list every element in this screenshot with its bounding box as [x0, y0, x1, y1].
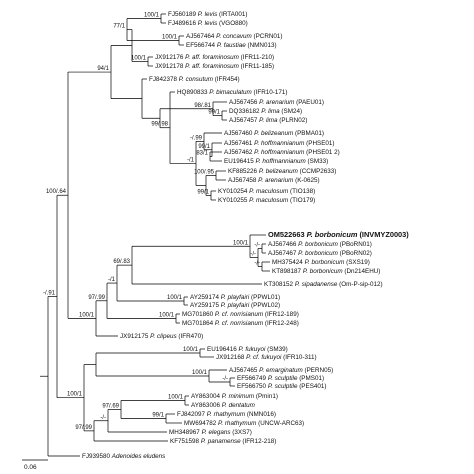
tip-label: KF885226 P. belizeanum (CCMP2633) [228, 168, 336, 175]
tip-label: KT308152 P. sipadanense (Om-P-sip-012) [264, 281, 383, 288]
support-value: 100/.64 [46, 189, 67, 195]
support-value: 100/.95 [194, 170, 215, 176]
tip-label: HQ890833 P. bimaculatum (IFR10-171) [177, 89, 288, 96]
tip-label: AJ567462 P. hoffmannianum (PHSE01 2) [224, 149, 340, 156]
support-value: 94/1 [97, 66, 109, 72]
tip-label: KY010255 P. maculosum (TIO179) [218, 197, 315, 204]
support-value: 97/.99 [75, 425, 92, 431]
tip-label: KF751598 P. panamense (IFR12-218) [170, 438, 276, 445]
support-value: 100/1 [192, 370, 208, 376]
support-value: -/1 [187, 157, 195, 163]
support-value: 100/1 [167, 295, 183, 301]
support-value: 99/1 [197, 190, 209, 196]
tip-label: EF566750 P. sculptile (PES401) [237, 383, 327, 390]
support-value: 99/1 [198, 144, 210, 150]
tip-label: AY259174 P. playfairi (PPWL01) [190, 294, 280, 301]
tip-label: DQ336182 P. lima (SM24) [229, 108, 302, 115]
tip-label: AJ567458 P. arenarium (K-0625) [228, 177, 320, 184]
tip-label: EF566744 P. faustiae (NMN013) [186, 42, 277, 49]
support-value: 100/1 [168, 395, 184, 401]
support-value: 100/1 [79, 312, 95, 318]
support-value: 100/1 [162, 35, 178, 41]
support-value: 69/.83 [113, 259, 130, 265]
support-value: 100/1 [233, 240, 249, 246]
tip-label: FJ560189 P. levis (IRTA001) [168, 11, 247, 18]
support-value: 97/.69 [102, 404, 119, 410]
support-value: -/.99 [190, 135, 203, 141]
tip-label: JX912168 P. cf. fukuyoi (IFR10-311) [216, 354, 317, 361]
support-value: 100/1 [131, 56, 147, 62]
support-value: -/- [254, 261, 260, 267]
support-value: -/- [254, 243, 260, 249]
tip-label: AJ567460 P. belizeanum (PBMA01) [224, 130, 324, 137]
tip-label: FJ842378 P. consutum (IFR454) [149, 76, 240, 83]
support-value: -/- [250, 252, 256, 258]
support-value: 77/1 [113, 24, 125, 30]
tip-label: EU196415 P. hoffmannianum (SM33) [224, 158, 328, 165]
tip-label: MW694782 P. rhathymum (UNCW-ARC63) [184, 420, 304, 427]
tip-label: AJ567464 P. concavum (PCRN01) [186, 33, 283, 40]
support-value: 83/1 [196, 151, 208, 157]
tip-label: AJ567456 P. arenarium (PAEU01) [229, 99, 324, 106]
support-value: 100/1 [159, 313, 175, 319]
support-value: 98/.81 [194, 103, 211, 109]
tree-branches [40, 13, 270, 457]
tip-label: JX912176 P. aff. foraminosum (IFR11-210) [155, 54, 274, 61]
tip-label: AJ567465 P. emarginatum (PERN05) [229, 367, 333, 374]
tip-labels: FJ560189 P. levis (IRTA001) FJ489616 P. l… [82, 11, 409, 460]
support-value: -/1 [108, 277, 116, 283]
tip-label: EU196416 P. fukuyoi (SM39) [207, 346, 288, 353]
support-value: 99/1 [152, 413, 164, 419]
tip-label: AJ567466 P. borbonicum (PBoRN01) [268, 241, 372, 248]
tip-label: JX912178 P. aff. foraminosum (IFR11-185) [155, 63, 274, 70]
tip-label: KY010254 P. maculosum (TIO138) [218, 188, 315, 195]
tip-label: MG701860 P. cf. norrisianum (IFR12-189) [182, 311, 299, 318]
tip-label: AJ567467 P. borbonicum (PBoRN02) [268, 250, 372, 257]
support-value: -/.91 [43, 290, 56, 296]
tip-label: MH375424 P. borbonicum (SXS19) [272, 259, 370, 266]
tip-label: MH348967 P. elegans (3XS7) [169, 429, 252, 436]
tip-label: JX912175 P. clipeus (IFR470) [120, 333, 203, 340]
tip-label: AJ567461 P. hoffmannianum (PHSE01) [224, 140, 335, 147]
support-value: -/- [100, 415, 106, 421]
support-value: 97/.99 [88, 295, 105, 301]
tip-label: KT898187 P. borbonicum (Dn214EHU) [272, 268, 380, 275]
tip-label: AY863004 P. minimum (Pmin1) [191, 393, 278, 400]
tip-label: AY259175 P. playfairi (PPWL02) [190, 302, 280, 309]
tip-label: FJ842097 P. rhathymum (NMN016) [177, 411, 276, 418]
support-value: -/- [222, 376, 228, 382]
scale-bar-label: 0.06 [24, 464, 37, 471]
tip-label: FJ489616 P. levis (VGO880) [168, 20, 248, 27]
support-values: 100/1100/1100/177/199/198/.8183/199/1-/.… [43, 13, 260, 431]
tip-label: FJ939580 Adenoides eludens [82, 453, 166, 460]
support-value: 99/.98 [151, 122, 168, 128]
tip-label-highlighted: OM522663 P. borbonicum (INVMYZ0003) [268, 230, 409, 239]
support-value: 99/1 [208, 110, 220, 116]
tip-label: AJ567457 P. lima (PLRN02) [229, 117, 307, 124]
support-value: 100/1 [144, 13, 160, 19]
tip-label: EF566749 P. sculptile (PMS01) [237, 375, 324, 382]
support-value: 100/1 [67, 392, 83, 398]
tip-label: AY863006 P. dentatum [191, 402, 255, 409]
tip-label: MG701864 P. cf. norrisianum (IFR12-248) [182, 320, 299, 327]
support-value: 100/1 [183, 347, 199, 353]
